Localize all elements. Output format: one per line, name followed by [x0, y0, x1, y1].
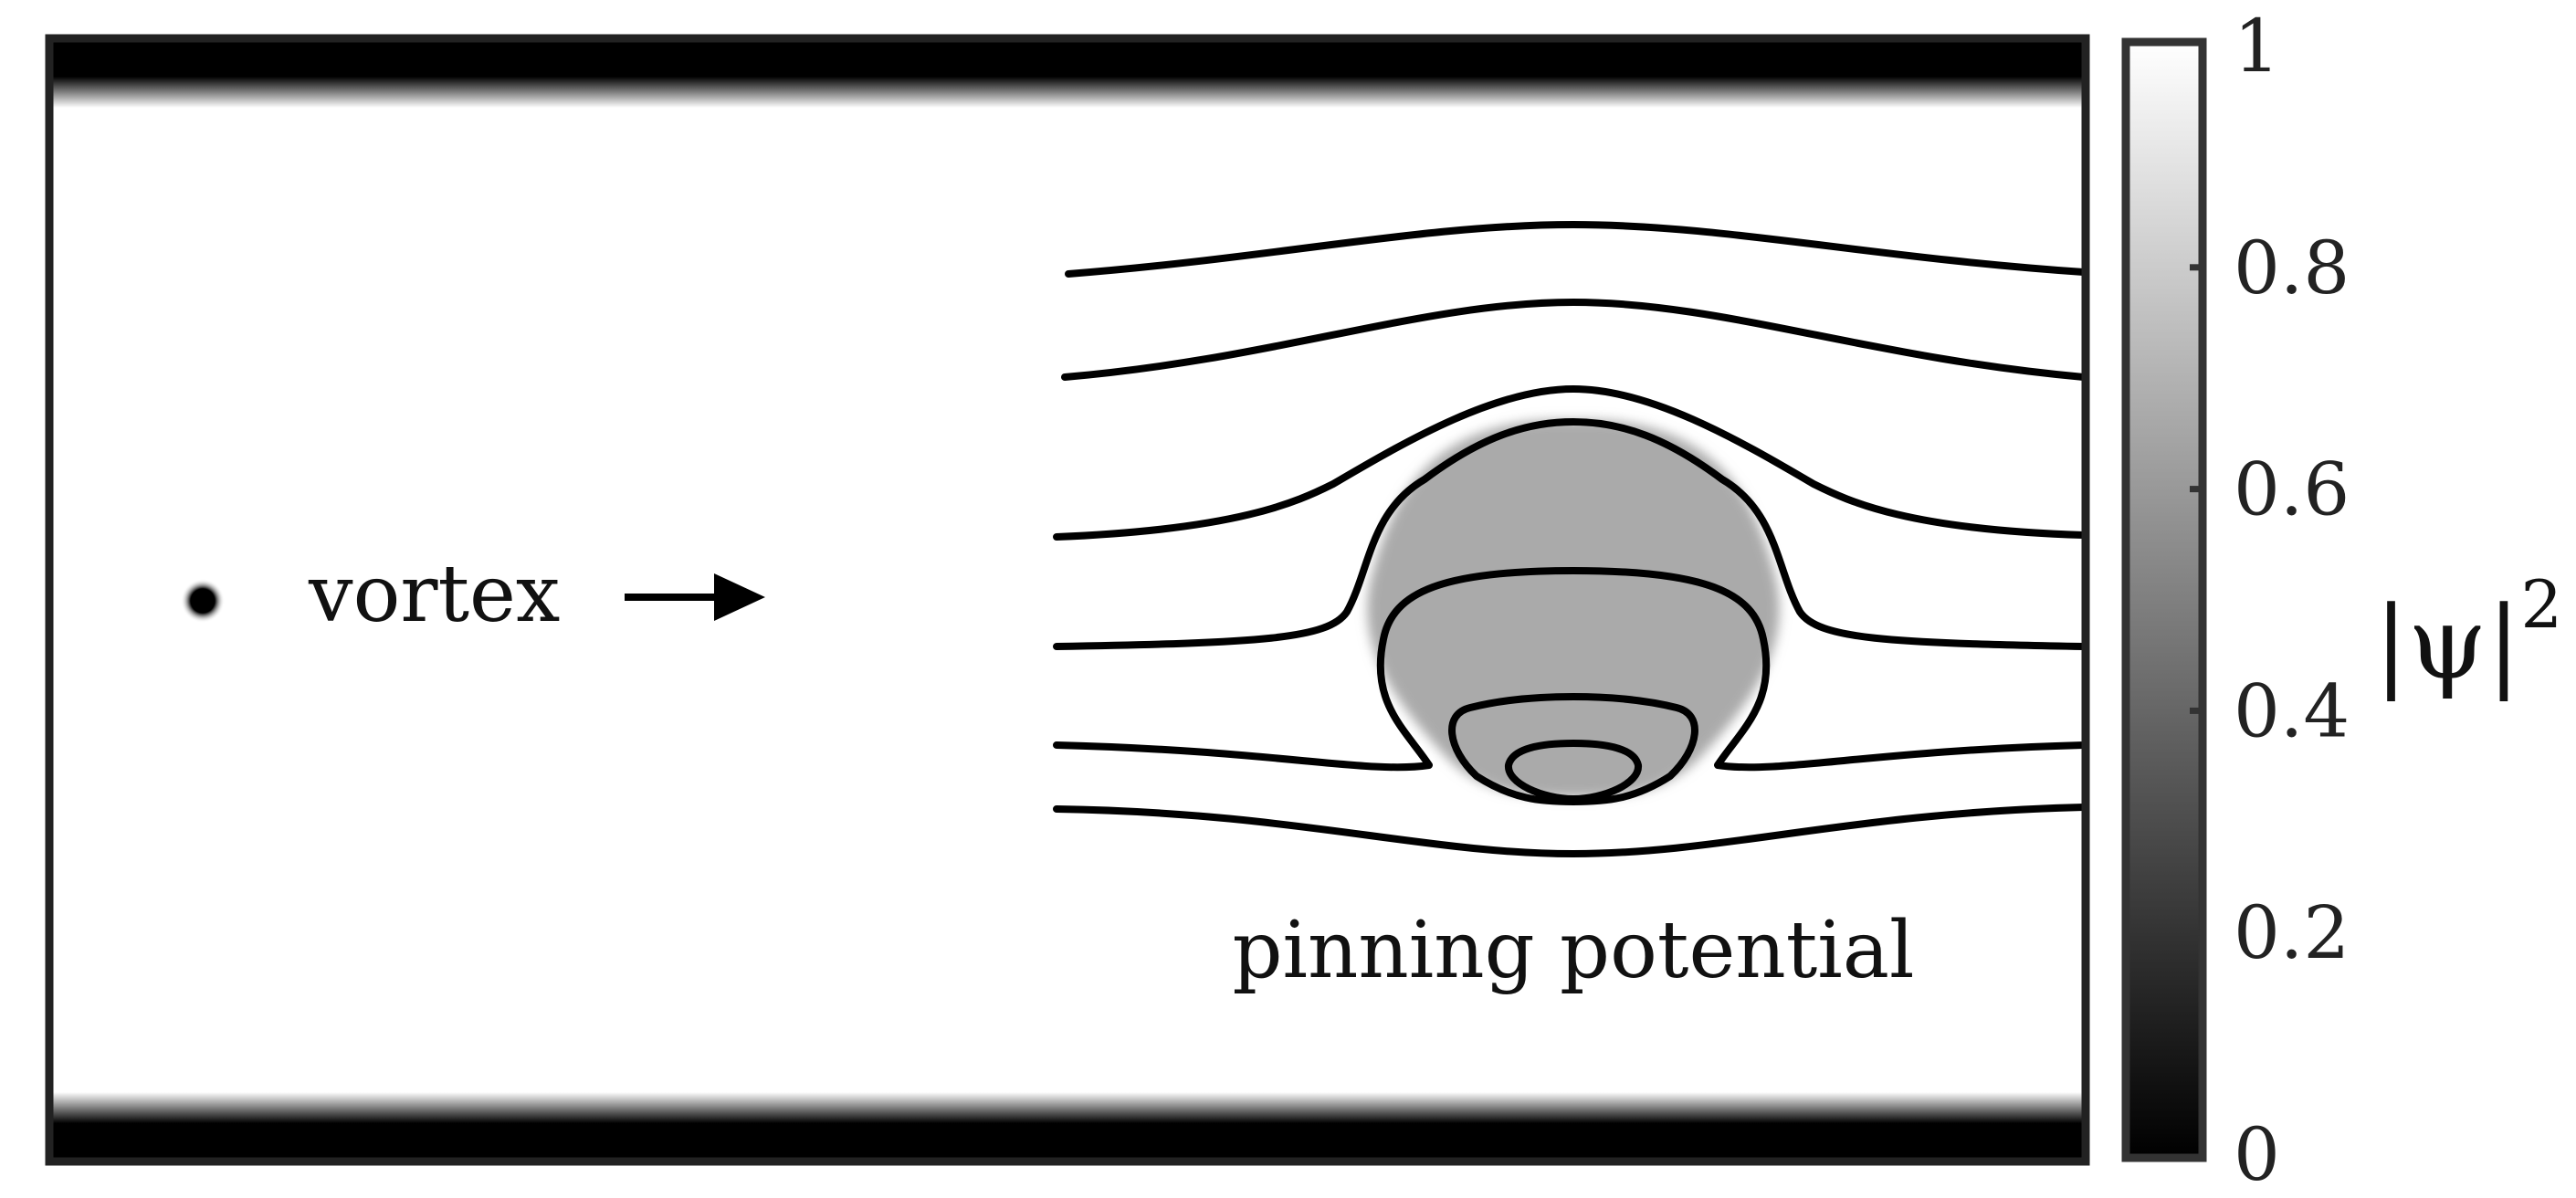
colorbar-gradient: [2126, 42, 2203, 1158]
vortex-core: [181, 579, 225, 623]
simulation-domain: vortex pinning potential: [45, 34, 2090, 1166]
colorbar-label-exponent: 2: [2520, 566, 2562, 643]
contour-pin-cap: [1053, 418, 2087, 650]
contour-lower: [1053, 804, 2087, 857]
arrow-right-icon: [625, 573, 765, 621]
top-boundary-band: [49, 38, 2086, 108]
colorbar-tick-label: 0.8: [2234, 226, 2350, 310]
domain-frame: [45, 34, 2090, 1166]
pinning-label: pinning potential: [1232, 905, 1914, 996]
contour-outer-top: [1065, 221, 2087, 278]
colorbar-ticks: 1 0.8 0.6 0.4 0.2 0: [2190, 4, 2350, 1197]
colorbar-tick-label: 0.4: [2234, 668, 2350, 753]
contour-upper: [1061, 299, 2087, 381]
contour-pin-middle: [1053, 567, 2087, 772]
colorbar-tick-label: 1: [2234, 4, 2280, 89]
colorbar-label-base: |ψ|: [2374, 584, 2520, 701]
bottom-boundary-band: [49, 1092, 2086, 1161]
colorbar-tick-label: 0.2: [2234, 890, 2350, 975]
vortex-label: vortex: [308, 549, 560, 640]
contour-pin-dome: [1053, 385, 2087, 541]
colorbar: 1 0.8 0.6 0.4 0.2 0 |ψ|2: [2121, 4, 2562, 1197]
colorbar-frame: [2121, 37, 2207, 1162]
pinning-region: [1367, 419, 1780, 797]
colorbar-tick-label: 0.6: [2234, 447, 2350, 532]
colorbar-label: |ψ|2: [2374, 566, 2562, 701]
contour-lines: [1053, 221, 2087, 857]
colorbar-tick-label: 0: [2234, 1112, 2280, 1197]
contour-innermost: [1505, 740, 1642, 803]
